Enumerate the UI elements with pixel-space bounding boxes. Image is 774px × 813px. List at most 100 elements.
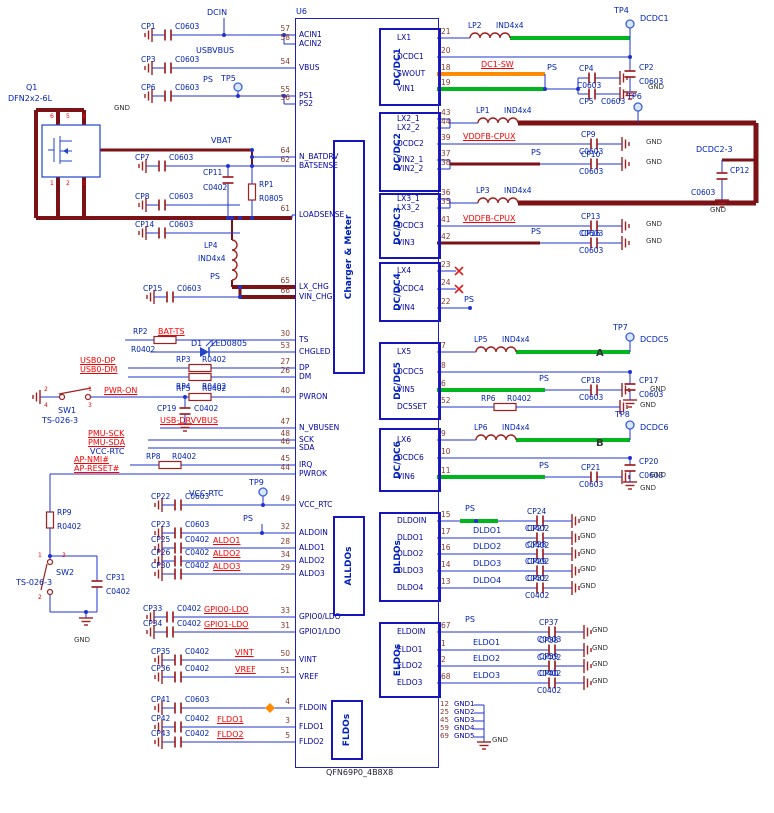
- label-a: A: [596, 348, 604, 359]
- label-4: 4: [44, 402, 48, 409]
- label-dcdc1: DCDC1: [640, 14, 669, 23]
- label-pwr-on: PWR-ON: [104, 386, 138, 395]
- label-ps: PS: [531, 227, 541, 236]
- inductor-LP3: [477, 197, 519, 204]
- pin-number-GPIO1/LDO: 31: [280, 621, 290, 630]
- pin-number-DC5SET: 52: [441, 396, 451, 405]
- pin-name-ACIN1: ACIN1: [299, 30, 322, 39]
- ic-body: [295, 18, 439, 768]
- inductor-LP6: [475, 434, 517, 441]
- transistor-Q1: [41, 124, 101, 178]
- ic-block-fldos: FLDOs: [331, 700, 363, 760]
- capacitor-ref: CP32: [527, 574, 547, 583]
- pin-name-GPIO1/LDO: GPIO1/LDO: [299, 627, 341, 636]
- block-label: ALLDOs: [344, 546, 354, 586]
- capacitor-ref: CP43: [151, 729, 171, 738]
- pin-name-PWRON: PWRON: [299, 392, 328, 401]
- resistor-value: R0805: [259, 194, 284, 203]
- pin-name-ELDO3: ELDO3: [397, 678, 423, 687]
- resistor-ref: RP5: [176, 384, 191, 393]
- resistor-value: R0402: [202, 382, 227, 391]
- label-gnd: GND: [646, 220, 663, 228]
- resistor-value: R0402: [57, 522, 82, 531]
- junction-dot: [238, 285, 242, 289]
- label-gnd: GND: [640, 401, 657, 409]
- pin-number-CHGLED: 53: [280, 341, 290, 350]
- pin-name-LX2_1: LX2_1: [397, 114, 420, 123]
- label-dcdc5: DCDC5: [640, 335, 669, 344]
- label-fldo1: FLDO1: [217, 715, 244, 724]
- pin-number-VIN4: 22: [441, 297, 451, 306]
- pin-name-LOADSENSE: LOADSENSE: [299, 210, 345, 219]
- block-label: Charger & Meter: [344, 214, 354, 300]
- junction-dot: [238, 216, 242, 220]
- label-gpio1-ldo: GPIO1-LDO: [204, 620, 249, 629]
- ic-block-dc-dc3: DC/DC3: [379, 193, 441, 259]
- pin-number-ALDO2: 34: [280, 550, 290, 559]
- pin-number-VIN2_2: 38: [441, 158, 451, 167]
- label-gnd: GND: [592, 660, 609, 668]
- capacitor-ref: CP31: [106, 573, 126, 582]
- pin-name-FLDOIN: FLDOIN: [299, 703, 327, 712]
- label-b: B: [596, 438, 604, 449]
- capacitor-value: C0402: [185, 548, 210, 557]
- pin-name-ELDOIN: ELDOIN: [397, 627, 426, 636]
- capacitor-ref: CP7: [135, 153, 150, 162]
- capacitor-value: C0402: [194, 404, 219, 413]
- label-gnd: GND: [646, 158, 663, 166]
- pin-number-VREF: 51: [280, 666, 290, 675]
- pin-name-TS: TS: [299, 335, 309, 344]
- ic-block-eldos: ELDOs: [379, 622, 441, 698]
- pin-name-VIN2_1: VIN2_1: [397, 155, 424, 164]
- capacitor-value: C0402: [185, 561, 210, 570]
- capacitor-value: C0402: [525, 541, 550, 550]
- pin-name-ALDOIN: ALDOIN: [299, 528, 328, 537]
- capacitor-ref: CP33: [143, 604, 163, 613]
- pin-name-VIN3: VIN3: [397, 238, 415, 247]
- capacitor-value: C0402: [177, 619, 202, 628]
- label-tp8: TP8: [615, 410, 630, 419]
- capacitor-value: C0603: [639, 77, 664, 86]
- capacitor-ref: CP2: [639, 63, 654, 72]
- capacitor-value: C0402: [537, 653, 562, 662]
- pin-name-ALDO2: ALDO2: [299, 556, 325, 565]
- inductor-ref: LP6: [474, 423, 488, 432]
- label-gnd: GND: [648, 83, 665, 91]
- label-pmu-sda: PMU-SDA: [88, 438, 126, 447]
- label-usbvbus: USBVBUS: [196, 46, 235, 55]
- pin-name-VBUS: VBUS: [299, 63, 320, 72]
- inductor-ref: LP5: [474, 335, 488, 344]
- pin-name-FLDO1: FLDO1: [299, 722, 324, 731]
- pin-number-VIN6: 11: [441, 466, 451, 475]
- capacitor-ref: CP39: [539, 652, 559, 661]
- label-fldo2: FLDO2: [217, 730, 244, 739]
- label-tp7: TP7: [613, 323, 628, 332]
- pin-name-LX4: LX4: [397, 266, 412, 275]
- label-ps: PS: [243, 514, 253, 523]
- pin-number-VIN_CHG: 66: [280, 286, 290, 295]
- ic-block-dldos: DLDOs: [379, 512, 441, 602]
- pin-name-DCDC2: DCDC2: [397, 139, 424, 148]
- resistor-ref: RP1: [259, 180, 274, 189]
- label-usb0-dp: USB0-DP: [80, 356, 116, 365]
- pushbutton-sw1: [58, 387, 92, 395]
- capacitor-ref: CP20: [639, 457, 659, 466]
- capacitor-value: C0402: [106, 587, 131, 596]
- block-label: DC/DC1: [393, 48, 403, 86]
- capacitor-value: C0603: [639, 471, 664, 480]
- capacitor-ref: CP29: [527, 557, 547, 566]
- capacitor-value: C0603: [579, 229, 604, 238]
- junction-dot: [543, 87, 547, 91]
- label-gnd: GND: [492, 736, 509, 744]
- label-5: 5: [66, 113, 70, 120]
- label-vcc-rtc: VCC-RTC: [189, 489, 224, 498]
- pin-name-DLDO2: DLDO2: [397, 549, 424, 558]
- no-connect-icon: [454, 266, 464, 276]
- pin-number-DCDC3: 41: [441, 215, 451, 224]
- label-gnd: GND: [592, 677, 609, 685]
- label-ap-nmi-: AP-NMI#: [74, 455, 109, 464]
- capacitor-value: C0402: [525, 591, 550, 600]
- label-dcdc2-3: DCDC2-3: [696, 145, 733, 154]
